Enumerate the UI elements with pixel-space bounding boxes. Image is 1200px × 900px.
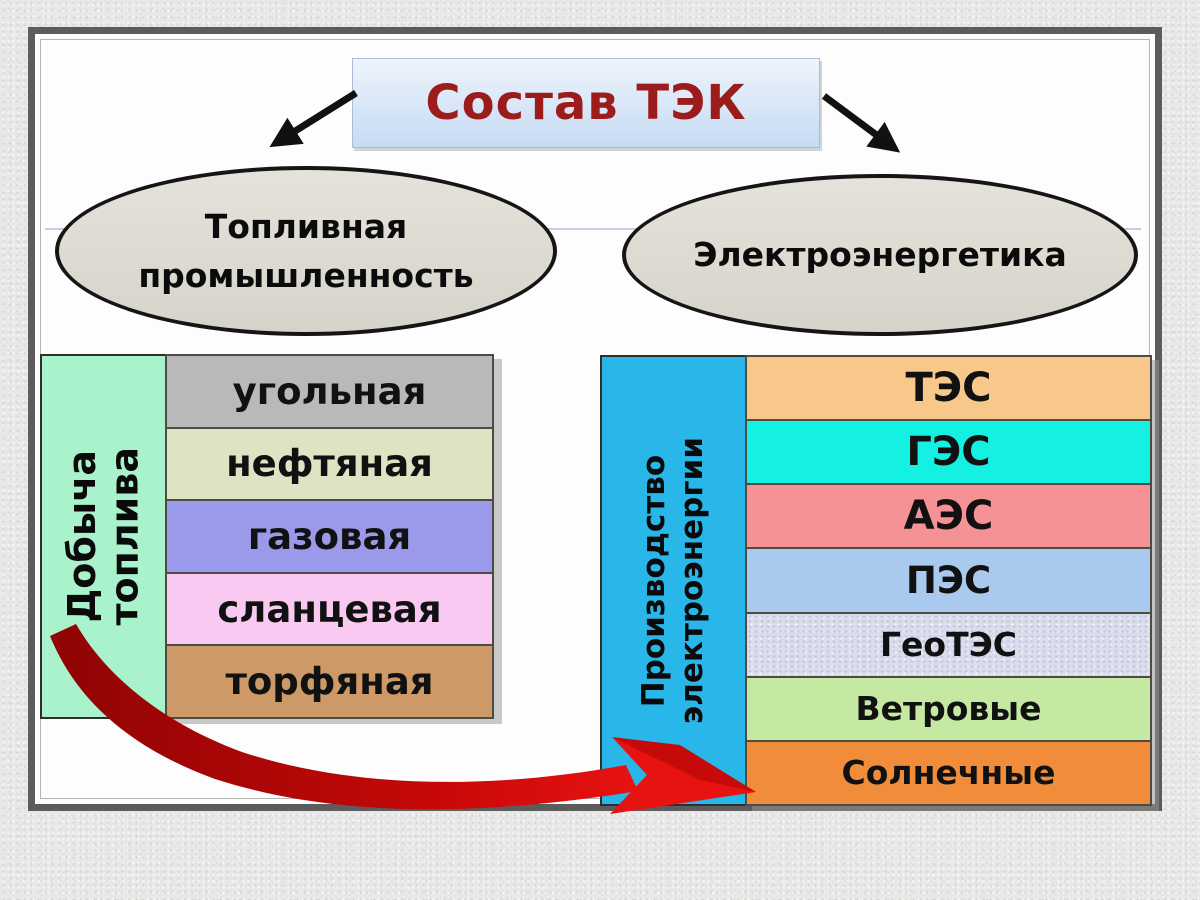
fuel-table: угольная нефтяная газовая сланцевая торф… xyxy=(165,354,494,719)
row-label: ПЭС xyxy=(905,558,992,602)
row-label: ГЭС xyxy=(906,429,991,476)
row-label: угольная xyxy=(232,369,427,413)
branch-fuel-industry: Топливная промышленность xyxy=(55,166,557,336)
table-row-geotes: ГеоТЭС xyxy=(745,611,1152,678)
table-row-peat: торфяная xyxy=(165,644,494,719)
table-row-pes: ПЭС xyxy=(745,547,1152,614)
power-table-header: Производство электроэнергии xyxy=(600,355,747,806)
branch-electric-power-label: Электроэнергетика xyxy=(693,235,1067,275)
row-label: сланцевая xyxy=(217,587,442,631)
power-table-header-label: Производство электроэнергии xyxy=(635,436,710,725)
table-row-aes: АЭС xyxy=(745,483,1152,550)
table-row-ges: ГЭС xyxy=(745,419,1152,486)
row-label: газовая xyxy=(247,514,412,558)
page-title: Состав ТЭК xyxy=(425,75,747,131)
table-row-solar: Солнечные xyxy=(745,739,1152,806)
table-row-tes: ТЭС xyxy=(745,355,1152,422)
fuel-table-header-label: Добыча топлива xyxy=(59,447,147,626)
table-row-gas: газовая xyxy=(165,499,494,574)
table-row-coal: угольная xyxy=(165,354,494,429)
table-row-shale: сланцевая xyxy=(165,571,494,647)
branch-electric-power: Электроэнергетика xyxy=(622,174,1138,336)
fuel-table-header: Добыча топлива xyxy=(40,354,167,719)
row-label: торфяная xyxy=(225,660,434,704)
row-label: АЭС xyxy=(903,493,994,540)
table-row-oil: нефтяная xyxy=(165,426,494,502)
title-box: Состав ТЭК xyxy=(352,58,820,148)
row-label: ГеоТЭС xyxy=(879,625,1018,665)
row-label: нефтяная xyxy=(226,442,433,486)
branch-fuel-industry-label: Топливная промышленность xyxy=(138,206,474,296)
row-label: Солнечные xyxy=(841,753,1056,793)
divider-line xyxy=(45,228,1141,230)
row-label: ТЭС xyxy=(905,365,992,412)
row-label: Ветровые xyxy=(855,689,1042,729)
power-table: ТЭС ГЭС АЭС ПЭС ГеоТЭС Ветровые Солнечны… xyxy=(745,355,1152,806)
table-row-wind: Ветровые xyxy=(745,675,1152,742)
